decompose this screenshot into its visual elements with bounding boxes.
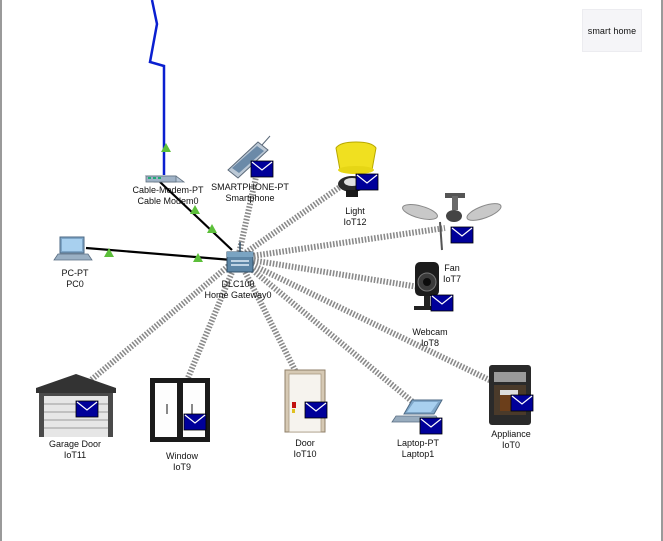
webcam-icon[interactable] bbox=[414, 262, 454, 312]
light-model: Light bbox=[345, 206, 365, 216]
pc-icon[interactable] bbox=[53, 236, 93, 261]
smartphone-name: Smartphone bbox=[225, 193, 275, 203]
webcam-name: IoT8 bbox=[420, 338, 440, 348]
gateway-model: DLC100 bbox=[221, 279, 255, 289]
window-name: IoT9 bbox=[172, 462, 192, 472]
cable-modem-model: Cable-Modem-PT bbox=[132, 185, 204, 195]
laptop-icon[interactable] bbox=[391, 399, 443, 435]
cable-modem-icon[interactable] bbox=[144, 175, 186, 183]
wireless-link-smartphone[interactable] bbox=[235, 167, 261, 259]
gateway-label: DLC100 Home Gateway0 bbox=[204, 279, 271, 301]
smartphone-label: SMARTPHONE-PT Smartphone bbox=[211, 182, 289, 204]
link-indicators bbox=[104, 143, 217, 262]
door-label: Door IoT10 bbox=[293, 438, 316, 460]
laptop-model: Laptop-PT bbox=[396, 438, 440, 448]
window-icon[interactable] bbox=[150, 378, 210, 442]
gateway-name: Home Gateway0 bbox=[204, 290, 272, 300]
window-model: Window bbox=[165, 451, 199, 461]
fan-icon[interactable] bbox=[401, 193, 503, 251]
link-up-indicator bbox=[104, 248, 114, 257]
note-box[interactable]: smart home bbox=[582, 9, 642, 52]
garage-door-model: Garage Door bbox=[48, 439, 102, 449]
canvas-right-edge bbox=[661, 0, 663, 541]
home-gateway-icon[interactable] bbox=[226, 242, 254, 273]
wireless-link-laptop[interactable] bbox=[236, 255, 427, 415]
garage-door-label: Garage Door IoT11 bbox=[49, 439, 101, 461]
link-up-indicator bbox=[161, 143, 171, 152]
fan-label: Fan IoT7 bbox=[443, 263, 461, 285]
cable-modem-name: Cable Modem0 bbox=[137, 196, 199, 206]
laptop-label: Laptop-PT Laptop1 bbox=[397, 438, 439, 460]
pc-label: PC-PT PC0 bbox=[62, 268, 89, 290]
window-label: Window IoT9 bbox=[166, 451, 198, 473]
cable-modem-label: Cable-Modem-PT Cable Modem0 bbox=[132, 185, 203, 207]
light-label: Light IoT12 bbox=[343, 206, 366, 228]
appliance-model: Appliance bbox=[491, 429, 531, 439]
wireless-link-webcam[interactable] bbox=[237, 255, 426, 291]
webcam-label: Webcam IoT8 bbox=[412, 327, 447, 349]
door-model: Door bbox=[295, 438, 315, 448]
door-icon[interactable] bbox=[284, 369, 328, 433]
laptop-name: Laptop1 bbox=[401, 449, 435, 459]
appliance-label: Appliance IoT0 bbox=[491, 429, 531, 451]
smartphone-model: SMARTPHONE-PT bbox=[211, 182, 289, 192]
note-text: smart home bbox=[587, 25, 637, 36]
wired-link-modem-gateway[interactable] bbox=[159, 181, 233, 251]
wireless-link-window[interactable] bbox=[182, 256, 241, 387]
wireless-links bbox=[83, 167, 512, 415]
coax-link[interactable] bbox=[148, 0, 166, 175]
wired-link-pc-gateway[interactable] bbox=[85, 246, 233, 262]
garage-door-icon[interactable] bbox=[36, 374, 116, 437]
link-up-indicator bbox=[193, 253, 203, 262]
wireless-link-garage-door[interactable] bbox=[83, 255, 240, 388]
door-name: IoT10 bbox=[293, 449, 317, 459]
wireless-link-light[interactable] bbox=[236, 177, 352, 261]
light-icon[interactable] bbox=[335, 141, 379, 197]
wireless-link-fan[interactable] bbox=[237, 225, 446, 261]
garage-door-name: IoT11 bbox=[63, 450, 87, 460]
appliance-name: IoT0 bbox=[501, 440, 520, 450]
link-up-indicator bbox=[207, 224, 217, 233]
wireless-link-door[interactable] bbox=[235, 256, 303, 382]
canvas-left-edge bbox=[0, 0, 2, 541]
fan-name: IoT7 bbox=[442, 274, 462, 284]
appliance-icon[interactable] bbox=[489, 365, 534, 425]
pc-model: PC-PT bbox=[61, 268, 89, 278]
wireless-link-appliance[interactable] bbox=[236, 255, 512, 393]
webcam-model: Webcam bbox=[412, 327, 448, 337]
light-name: IoT12 bbox=[343, 217, 367, 227]
fan-model: Fan bbox=[444, 263, 460, 273]
pc-name: PC0 bbox=[66, 279, 84, 289]
link-up-indicator bbox=[190, 205, 200, 214]
smartphone-icon[interactable] bbox=[227, 135, 274, 179]
